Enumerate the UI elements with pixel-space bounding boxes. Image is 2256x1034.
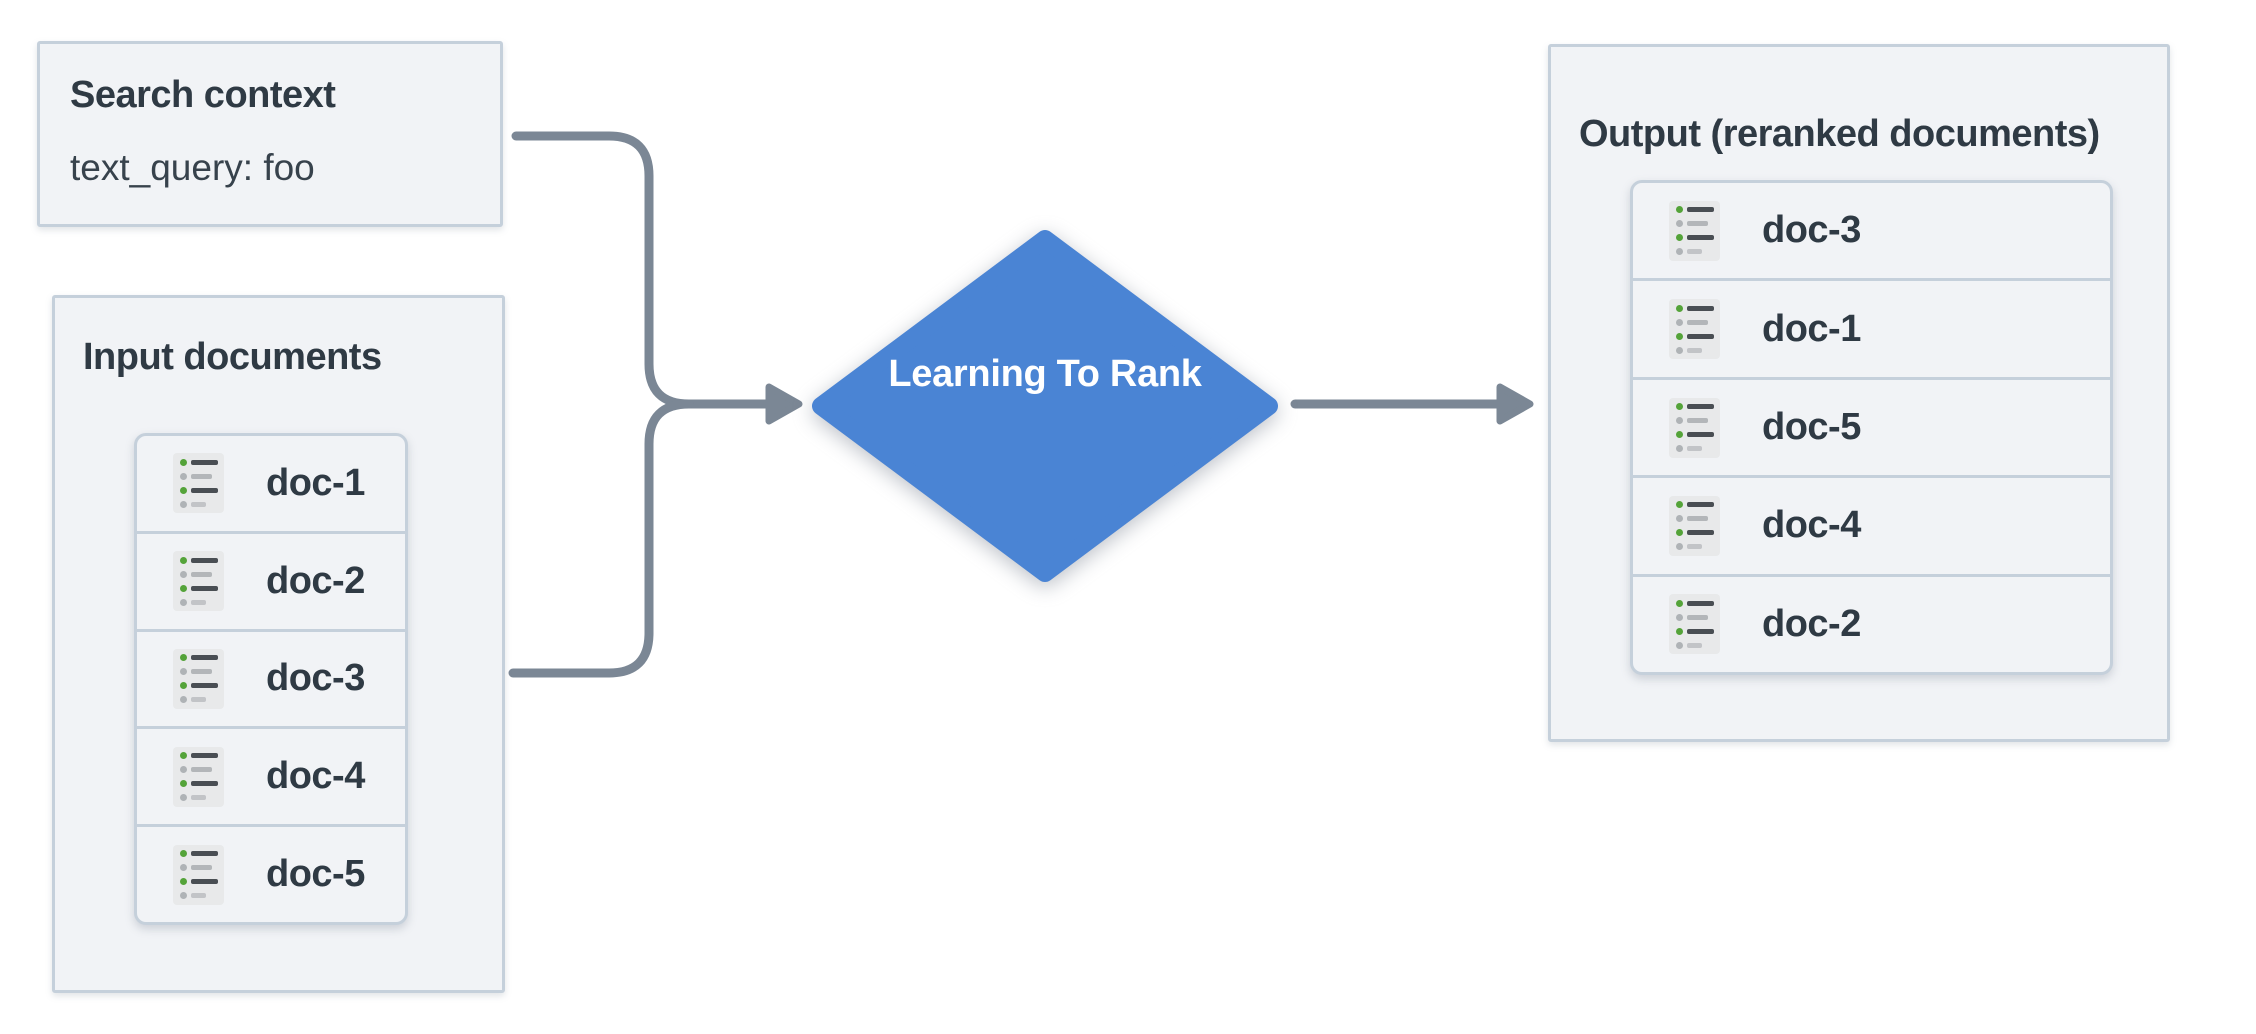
arrowhead-into-output-icon: [1496, 383, 1534, 425]
input-documents-list: doc-1 doc-2 doc-3: [134, 433, 408, 925]
connector-input-documents-to-ltr: [508, 399, 694, 678]
search-context-title: Search context: [70, 74, 336, 116]
doc-label: doc-1: [1762, 307, 1861, 350]
doc-label: doc-2: [266, 559, 365, 602]
doc-label: doc-4: [1762, 504, 1861, 547]
document-list-icon: [173, 844, 224, 905]
doc-row: doc-3: [1633, 183, 2110, 278]
document-list-icon: [1669, 299, 1720, 360]
document-list-icon: [1669, 397, 1720, 458]
connector-search-context-to-ltr: [511, 131, 773, 409]
document-list-icon: [173, 551, 224, 612]
doc-label: doc-3: [1762, 209, 1861, 252]
doc-row: doc-4: [1633, 475, 2110, 573]
document-list-icon: [1669, 200, 1720, 261]
doc-row: doc-2: [137, 530, 405, 629]
doc-row: doc-2: [1633, 573, 2110, 672]
doc-label: doc-2: [1762, 602, 1861, 645]
doc-label: doc-3: [266, 657, 365, 700]
document-list-icon: [173, 453, 224, 514]
doc-row: doc-5: [1633, 376, 2110, 475]
input-documents-panel: Input documents doc-1 doc-2: [52, 295, 505, 993]
text-query-value: text_query: foo: [70, 147, 315, 188]
output-documents-title: Output (reranked documents): [1579, 113, 2100, 155]
input-documents-title: Input documents: [83, 336, 382, 378]
doc-label: doc-4: [266, 755, 365, 798]
search-context-panel: Search context text_query: foo: [37, 41, 503, 227]
output-documents-panel: Output (reranked documents) doc-3: [1548, 44, 2170, 742]
ltr-diamond-node: [812, 230, 1278, 582]
doc-row: doc-1: [137, 436, 405, 531]
output-documents-list: doc-3 doc-1 doc-5: [1630, 180, 2113, 675]
ltr-node-label: Learning To Rank: [888, 353, 1202, 395]
doc-row: doc-5: [137, 824, 405, 922]
doc-row: doc-4: [137, 726, 405, 824]
doc-label: doc-5: [266, 853, 365, 896]
document-list-icon: [1669, 495, 1720, 556]
document-list-icon: [173, 648, 224, 709]
arrowhead-into-ltr-icon: [765, 383, 803, 425]
document-list-icon: [1669, 594, 1720, 655]
document-list-icon: [173, 746, 224, 807]
doc-row: doc-3: [137, 628, 405, 727]
doc-row: doc-1: [1633, 278, 2110, 376]
doc-label: doc-1: [266, 461, 365, 504]
doc-label: doc-5: [1762, 406, 1861, 449]
